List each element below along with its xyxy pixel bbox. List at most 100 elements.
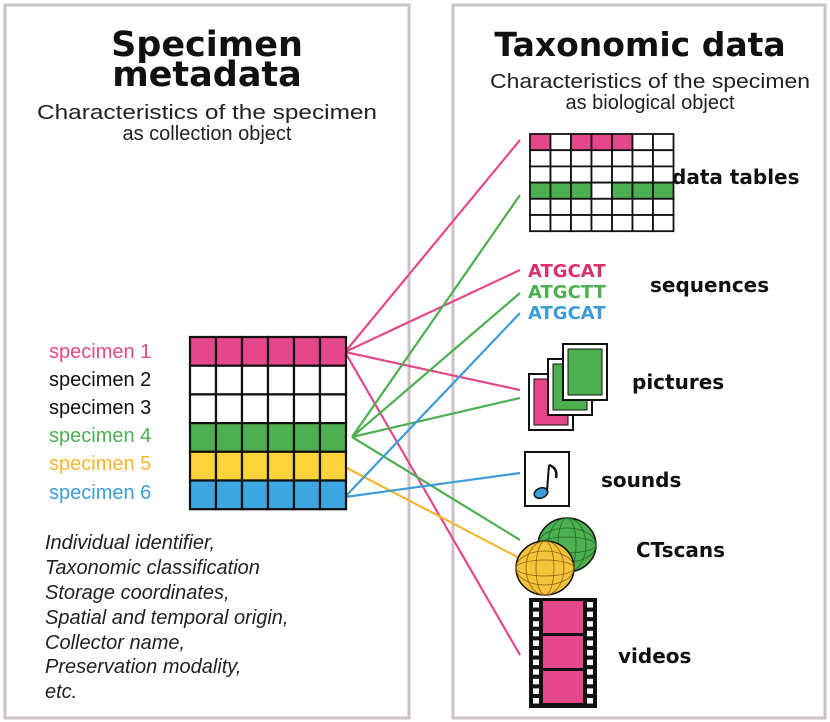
table-cell	[590, 197, 613, 216]
film-perforation	[587, 602, 593, 608]
item-label-ctscans: CTscans	[636, 538, 725, 562]
film-perforation	[587, 640, 593, 646]
link-specimen4-pictures	[351, 396, 521, 439]
grid-cell	[214, 364, 244, 396]
film-perforation	[587, 678, 593, 685]
grid-cell	[240, 364, 270, 396]
metadata-field-4: Spatial and temporal origin,	[45, 607, 288, 629]
table-cell	[570, 197, 593, 216]
ctscan-spheres-icon	[515, 517, 597, 596]
film-perforation	[533, 698, 539, 704]
film-strip-icon	[529, 598, 597, 708]
grid-cell	[266, 364, 296, 396]
left-title-line1: Specimen	[111, 25, 303, 65]
grid-cell	[214, 450, 244, 482]
film-perforation	[533, 659, 539, 666]
grid-cell	[266, 422, 296, 453]
grid-cell	[214, 479, 244, 511]
link-specimen1-datatables	[344, 139, 521, 353]
sequence-line-3: ATGCAT	[528, 303, 606, 324]
link-specimen1-videos	[344, 351, 521, 656]
left-subtitle-line1: Characteristics of the specimen	[37, 102, 377, 124]
grid-cell	[266, 479, 296, 511]
left-title-line2: metadata	[112, 55, 302, 95]
metadata-field-6: Preservation modality,	[45, 656, 241, 678]
grid-cell	[214, 393, 244, 425]
grid-cell	[318, 364, 348, 396]
film-perforation	[587, 659, 593, 666]
grid-cell	[240, 393, 270, 425]
specimen-grid	[188, 335, 348, 511]
grid-cell	[292, 393, 322, 425]
table-cell	[631, 165, 654, 184]
left-panel-frame	[3, 3, 411, 720]
grid-cell	[318, 450, 348, 482]
right-title: Taxonomic data	[494, 25, 785, 64]
left-subtitle-line2: as collection object	[123, 123, 292, 145]
metadata-field-3: Storage coordinates,	[45, 582, 230, 604]
right-panel-frame	[451, 3, 827, 720]
film-perforation	[533, 621, 539, 627]
link-specimen4-ctscans	[351, 436, 521, 541]
table-cell	[549, 197, 572, 216]
film-perforation	[587, 650, 593, 656]
film-cell	[543, 601, 583, 633]
specimen-labels: specimen 1 specimen 2 specimen 3 specime…	[49, 341, 151, 504]
table-cell	[590, 165, 613, 184]
film-perforation	[533, 602, 539, 608]
table-cell	[631, 197, 654, 216]
table-cell	[590, 214, 613, 233]
film-perforation	[587, 669, 593, 675]
right-subtitle-line1: Characteristics of the specimen	[490, 71, 810, 93]
film-perforation	[533, 630, 539, 637]
film-perforation	[533, 650, 539, 656]
grid-cell	[188, 393, 218, 425]
specimen-label-6: specimen 6	[49, 482, 151, 504]
metadata-field-5: Collector name,	[45, 632, 185, 654]
table-cell	[631, 133, 654, 152]
grid-cell	[188, 364, 218, 396]
grid-cell	[318, 335, 348, 367]
pictures-icon	[528, 343, 608, 431]
link-specimen6-sounds	[344, 471, 521, 499]
metadata-field-1: Individual identifier,	[45, 532, 215, 554]
table-cell	[549, 181, 572, 200]
table-cell	[611, 214, 634, 233]
table-cell	[590, 133, 613, 152]
item-label-pictures: pictures	[632, 370, 724, 394]
table-cell	[631, 149, 654, 168]
grid-cell	[292, 450, 322, 482]
film-perforation	[587, 688, 593, 694]
grid-cell	[240, 450, 270, 482]
film-perforation	[587, 621, 593, 627]
table-cell	[549, 214, 572, 233]
table-cell	[570, 165, 593, 184]
table-cell	[631, 214, 654, 233]
film-perforation	[533, 688, 539, 694]
table-cell	[611, 197, 634, 216]
link-specimen5-ctscans	[344, 466, 524, 561]
grid-cell	[318, 422, 348, 453]
table-cell	[529, 165, 552, 184]
film-perforation	[587, 630, 593, 637]
table-cell	[611, 133, 634, 152]
table-cell	[529, 197, 552, 216]
grid-cell	[266, 393, 296, 425]
grid-cell	[292, 335, 322, 367]
table-cell	[529, 133, 552, 152]
film-cell	[543, 671, 583, 703]
dna-sequence-icon: ATGCAT ATGCTT ATGCAT	[528, 261, 606, 324]
grid-cell	[214, 422, 244, 453]
grid-cell	[318, 479, 348, 511]
table-cell	[549, 165, 572, 184]
music-note-icon	[524, 451, 570, 507]
film-perforation	[587, 611, 593, 618]
grid-cell	[240, 479, 270, 511]
grid-cell	[240, 335, 270, 367]
table-cell	[570, 214, 593, 233]
connection-lines	[344, 139, 524, 656]
grid-cell	[188, 450, 218, 482]
link-specimen1-pictures	[344, 350, 521, 392]
